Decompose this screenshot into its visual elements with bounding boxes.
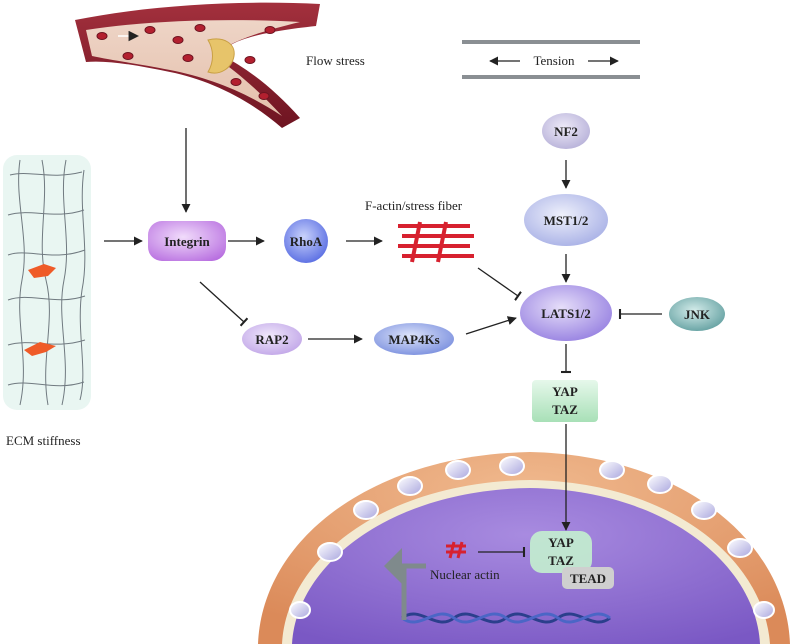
edge-factin-inhibits-lats: [477, 267, 522, 301]
f-actin-fiber-icon: [398, 221, 474, 263]
blood-vessel-illustration: [75, 2, 320, 128]
ecm-illustration: [3, 155, 91, 410]
node-lats: LATS1/2: [520, 285, 612, 341]
tension-illustration: [462, 40, 640, 79]
f-actin-label: F-actin/stress fiber: [365, 198, 463, 213]
node-integrin: Integrin: [148, 221, 226, 261]
nuclear-actin-label: Nuclear actin: [430, 567, 500, 582]
node-mst: MST1/2: [524, 194, 608, 246]
rap2-label: RAP2: [255, 332, 288, 347]
tead-label: TEAD: [570, 571, 606, 586]
yap-nuc-label: YAP: [548, 535, 574, 550]
taz-nuc-label: TAZ: [548, 553, 574, 568]
integrin-label: Integrin: [164, 234, 210, 249]
node-map4ks: MAP4Ks: [374, 323, 454, 355]
flow-stress-label: Flow stress: [306, 53, 365, 68]
node-yap-taz-nucleus: YAP TAZ: [530, 531, 592, 573]
jnk-label: JNK: [684, 307, 711, 322]
node-rap2: RAP2: [242, 323, 302, 355]
node-tead: TEAD: [562, 567, 614, 589]
nf2-label: NF2: [554, 124, 578, 139]
map4ks-label: MAP4Ks: [388, 332, 439, 347]
yap-cyto-label: YAP: [552, 384, 578, 399]
node-rhoa: RhoA: [284, 219, 328, 263]
node-nf2: NF2: [542, 113, 590, 149]
mst-label: MST1/2: [544, 213, 589, 228]
nucleus-illustration: [258, 452, 790, 644]
rhoa-label: RhoA: [290, 234, 323, 249]
edge-map4ks-to-lats: [465, 316, 517, 335]
tension-label: Tension: [534, 53, 575, 68]
lats-label: LATS1/2: [541, 306, 591, 321]
taz-cyto-label: TAZ: [552, 402, 578, 417]
node-yap-taz-cytoplasm: YAP TAZ: [532, 380, 598, 422]
ecm-stiffness-label: ECM stiffness: [6, 433, 81, 448]
pathway-edges: [104, 128, 662, 558]
edge-integrin-inhibits-rap2: [199, 281, 249, 327]
node-jnk: JNK: [669, 297, 725, 331]
